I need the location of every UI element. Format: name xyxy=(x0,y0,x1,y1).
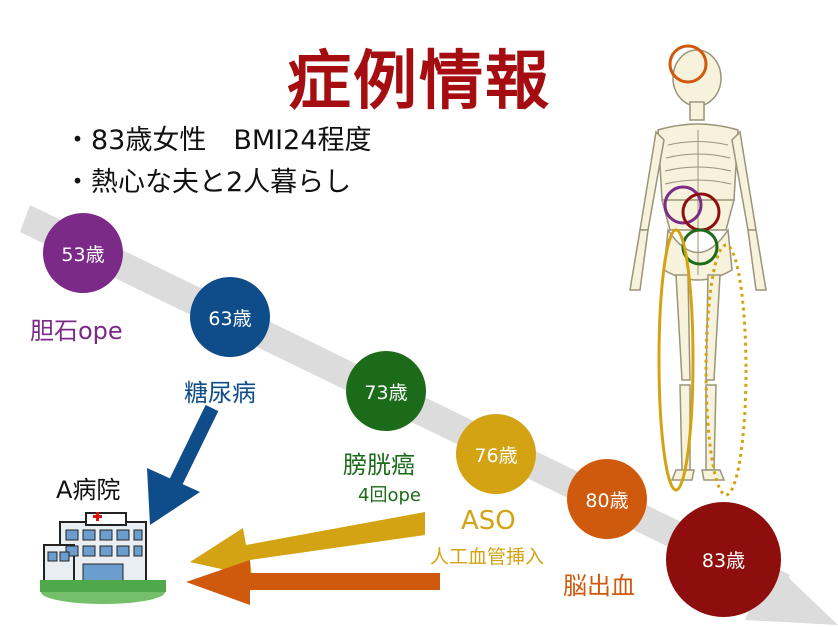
event-bladder-cancer: 膀胱癌 xyxy=(343,451,415,479)
event-diabetes: 糖尿病 xyxy=(184,379,256,407)
event-gallstone: 胆石ope xyxy=(30,317,123,345)
hospital-label: A病院 xyxy=(56,476,121,504)
age-80-circle: 80歳 xyxy=(567,459,647,539)
diabetes-arrow xyxy=(147,468,200,525)
stroke-arrow xyxy=(186,560,440,605)
aso-arrow xyxy=(190,512,425,576)
event-cerebral-hemorrhage: 脳出血 xyxy=(563,572,635,600)
skeleton-illustration xyxy=(629,44,767,497)
event-artificial-vessel: 人工血管挿入 xyxy=(430,546,545,568)
page-title: 症例情報 xyxy=(287,45,551,119)
patient-info-bullet: ・83歳女性 BMI24程度 xyxy=(64,125,372,156)
age-63-circle: 63歳 xyxy=(190,277,270,357)
event-bladder-ope-count: 4回ope xyxy=(358,485,421,506)
age-53-circle: 53歳 xyxy=(43,213,123,293)
household-bullet: ・熱心な夫と2人暮らし xyxy=(64,167,352,198)
age-83-circle: 83歳 xyxy=(666,502,781,617)
hospital-icon xyxy=(40,512,166,604)
age-73-circle: 73歳 xyxy=(346,351,426,431)
age-76-circle: 76歳 xyxy=(456,414,536,494)
event-aso: ASO xyxy=(461,506,516,536)
